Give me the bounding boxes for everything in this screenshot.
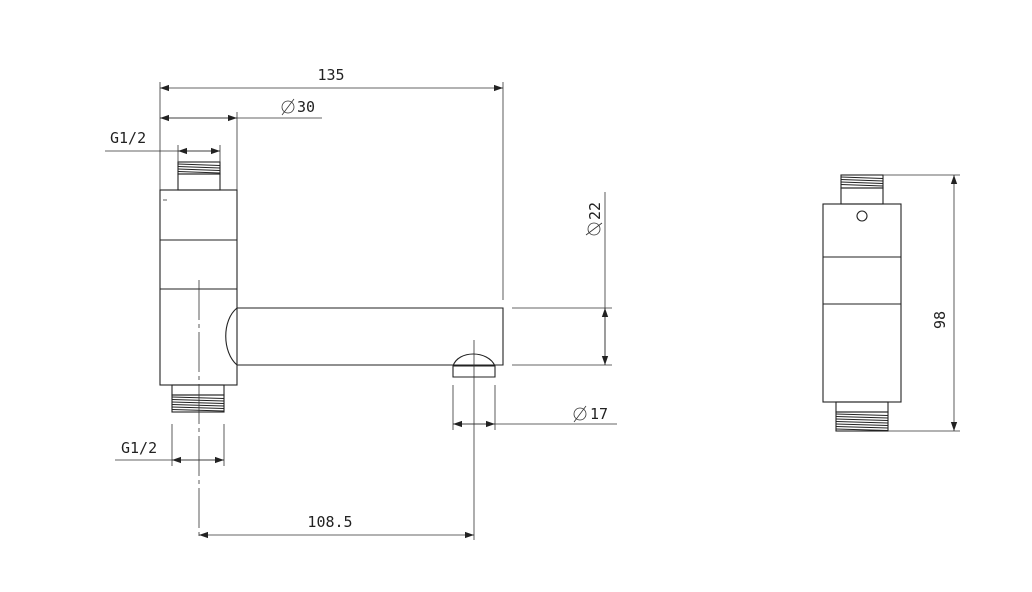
dim-center-distance-label: 108.5 — [307, 513, 352, 531]
thread-line — [835, 421, 889, 424]
thread-line — [840, 176, 884, 179]
dim-outlet-diameter-label: 17 — [590, 405, 608, 423]
thread-line — [177, 171, 221, 174]
thread-line — [177, 163, 221, 166]
side-bottom-thread — [835, 401, 889, 432]
valve-body — [159, 189, 238, 386]
thread-line — [835, 423, 889, 426]
side-top-thread — [840, 174, 884, 205]
thread-line — [171, 399, 225, 402]
bottom-thread — [171, 384, 225, 413]
thread-line — [840, 184, 884, 187]
thread-line — [171, 409, 225, 412]
diameter-symbol-spout — [585, 222, 603, 236]
thread-line — [835, 428, 889, 431]
diameter-symbol — [281, 98, 295, 116]
dim-thread-bottom: G1/2 — [115, 424, 225, 466]
dim-total-length-label: 135 — [317, 66, 344, 84]
thread-line — [177, 166, 221, 169]
thread-line — [171, 401, 225, 404]
dim-thread-top-label: G1/2 — [110, 129, 146, 147]
dim-spout-diameter: 22 — [512, 192, 612, 366]
thread-line — [835, 416, 889, 419]
front-view: 135 30 G1/2 G1/2 — [105, 66, 617, 540]
side-body — [822, 203, 902, 403]
dim-center-distance: 108.5 — [199, 513, 474, 539]
side-view: 98 — [822, 174, 960, 432]
dim-height: 98 — [883, 174, 960, 432]
dim-height-label: 98 — [931, 311, 949, 329]
top-thread — [177, 161, 221, 191]
dim-outlet-diameter: 17 — [452, 385, 617, 430]
thread-line — [835, 426, 889, 429]
diameter-symbol-outlet — [573, 405, 587, 423]
thread-line — [171, 406, 225, 409]
dim-thread-bottom-label: G1/2 — [121, 439, 157, 457]
thread-line — [840, 181, 884, 184]
thread-line — [171, 404, 225, 407]
thread-line — [835, 413, 889, 416]
spout — [225, 307, 504, 378]
dim-spout-diameter-label: 22 — [586, 202, 604, 220]
thread-line — [177, 168, 221, 171]
dim-total-length: 135 — [159, 66, 504, 300]
thread-line — [840, 179, 884, 182]
dim-body-diameter-label: 30 — [297, 98, 315, 116]
thread-line — [171, 396, 225, 399]
dim-body-diameter: 30 — [160, 98, 322, 190]
dim-thread-top: G1/2 — [105, 129, 221, 162]
thread-line — [835, 418, 889, 421]
side-pin-hole — [856, 210, 868, 222]
